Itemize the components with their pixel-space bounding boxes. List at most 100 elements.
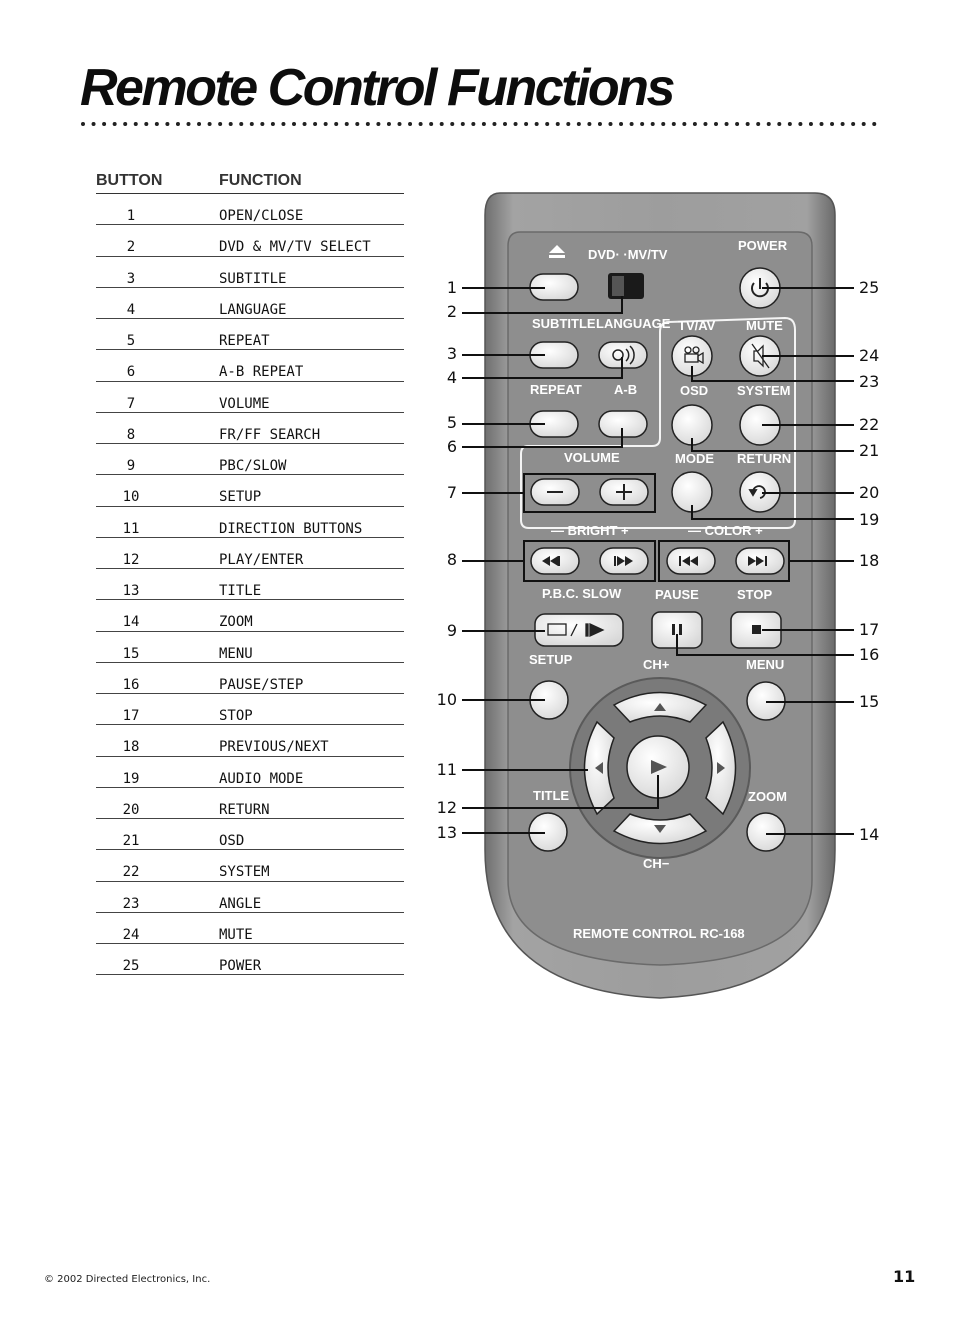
down-arrow-icon	[654, 825, 666, 833]
button-number: 8	[126, 426, 136, 443]
callout-number: 12	[437, 798, 457, 817]
button-number: 21	[122, 833, 140, 849]
return-icon	[748, 485, 766, 499]
button-function: POWER	[219, 958, 262, 974]
button-number: 18	[122, 739, 140, 756]
color-label: — COLOR +	[688, 523, 763, 538]
button-number: 17	[122, 708, 140, 724]
button-function: MUTE	[219, 926, 253, 943]
callout-number: 7	[447, 483, 457, 502]
button-number: 25	[122, 958, 140, 974]
language-label: LANGUAGE	[596, 316, 671, 331]
ch-minus-label: CH−	[643, 856, 670, 871]
button-function: TITLE	[219, 583, 262, 599]
button-function: DVD & MV/TV SELECT	[219, 239, 371, 256]
page-number: 11	[893, 1267, 916, 1286]
callout-number: 16	[859, 645, 879, 664]
callout-number: 4	[447, 368, 457, 387]
button-function: A-B REPEAT	[219, 364, 304, 381]
button-number: 2	[126, 239, 136, 256]
setup-label: SETUP	[529, 652, 573, 667]
button-function: RETURN	[219, 801, 270, 818]
copyright-footer: © 2002 Directed Electronics, Inc.	[44, 1274, 211, 1285]
button-number: 22	[122, 864, 140, 881]
button-function: SETUP	[219, 489, 262, 506]
callout-number: 24	[859, 346, 879, 365]
button-number: 7	[126, 395, 136, 412]
button-number: 6	[126, 364, 136, 381]
callout-number: 10	[437, 690, 457, 709]
power-label: POWER	[738, 238, 788, 253]
volume-label: VOLUME	[564, 450, 620, 465]
language-icon	[612, 345, 635, 365]
callout-number: 5	[447, 413, 457, 432]
pbc-slow-icon	[547, 622, 605, 638]
pbc-slow-label: P.B.C. SLOW	[542, 586, 622, 601]
pause-icon	[672, 624, 682, 635]
tvav-label: TV/AV	[678, 318, 716, 333]
button-number: 9	[126, 458, 136, 474]
button-function: PLAY/ENTER	[219, 551, 304, 568]
zoom-button	[746, 812, 786, 852]
table-row: 10 SETUP	[96, 475, 404, 507]
header-function: FUNCTION	[219, 172, 302, 189]
left-arrow-icon	[595, 762, 603, 774]
table-row: 2 DVD & MV/TV SELECT	[96, 225, 404, 257]
button-number: 24	[122, 926, 140, 943]
callout-number: 15	[859, 692, 879, 711]
callout-number: 2	[447, 302, 457, 321]
table-row: 12 PLAY/ENTER	[96, 538, 404, 569]
system-label: SYSTEM	[737, 383, 790, 398]
button-function: ZOOM	[219, 614, 253, 631]
button-function: VOLUME	[219, 395, 270, 412]
ch-plus-label: CH+	[643, 657, 670, 672]
button-function: ANGLE	[219, 895, 262, 912]
button-number: 10	[122, 489, 140, 506]
callout-number: 23	[859, 372, 879, 391]
button-function: PAUSE/STEP	[219, 676, 304, 693]
callout-number: 19	[859, 510, 879, 529]
callout-number: 8	[447, 550, 457, 569]
fast-forward-icon	[614, 556, 633, 566]
mute-label: MUTE	[746, 318, 783, 333]
callout-number: 13	[437, 823, 457, 842]
repeat-label: REPEAT	[530, 382, 582, 397]
zoom-label: ZOOM	[748, 789, 787, 804]
right-arrow-icon	[717, 762, 725, 774]
pause-label: PAUSE	[655, 587, 699, 602]
button-number: 15	[122, 645, 140, 662]
table-row: 25 POWER	[96, 944, 404, 976]
table-row: 6 A-B REPEAT	[96, 350, 404, 382]
title-label: TITLE	[533, 788, 569, 803]
callout-number: 21	[859, 441, 879, 460]
callout-number: 14	[859, 825, 879, 844]
page-title: Remote Control Functions	[80, 59, 675, 117]
callout-number: 18	[859, 551, 879, 570]
eject-icon	[549, 245, 565, 258]
callout-number: 9	[447, 621, 457, 640]
button-number: 19	[122, 770, 140, 787]
play-icon	[651, 760, 667, 774]
subtitle-label: SUBTITLE	[532, 316, 596, 331]
callout-number: 17	[859, 620, 879, 639]
button-number: 11	[122, 520, 140, 537]
button-function: LANGUAGE	[219, 301, 287, 318]
model-label: REMOTE CONTROL RC-168	[573, 926, 745, 941]
button-number: 12	[122, 551, 140, 568]
ab-label: A-B	[614, 382, 637, 397]
button-function: SUBTITLE	[219, 270, 287, 287]
callout-lines	[462, 287, 854, 835]
